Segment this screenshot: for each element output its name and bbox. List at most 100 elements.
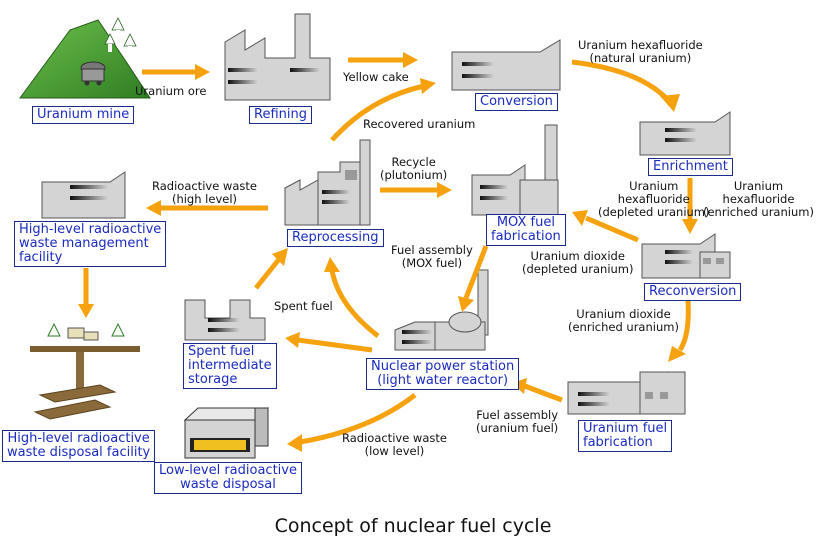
uranium-fuel-fabrication-line-2: fabrication	[583, 435, 653, 450]
flow-label-radioactive-waste-low: Radioactive waste (low level)	[342, 432, 447, 458]
hlw-management-line-2: waste management	[19, 236, 149, 251]
hlw-disposal-line-1: High-level radioactive	[7, 431, 150, 446]
flow-label-fuel-assembly-uranium-line-2: (uranium fuel)	[476, 421, 559, 435]
arrow-storage-to-reprocessing	[254, 256, 282, 290]
conversion-label: Conversion	[475, 93, 558, 111]
arrowhead	[668, 346, 686, 362]
reconversion-label: Reconversion	[644, 283, 742, 301]
flow-label-uo2-depleted-line-1: Uranium dioxide	[530, 249, 625, 263]
arrow-conversion-to-enrichment	[571, 59, 670, 102]
hlw-management-label: High-level radioactive waste management …	[14, 221, 167, 267]
arrowhead	[287, 434, 302, 452]
flow-label-fuel-assembly-uranium: Fuel assembly (uranium fuel)	[476, 409, 558, 435]
arrowhead	[195, 64, 210, 80]
nuclear-power-station-icon	[394, 269, 489, 351]
flow-label-uf6-enriched-line-2: hexafluoride	[722, 192, 795, 206]
refining-building-icon	[224, 13, 331, 101]
flow-label-uf6-natural: Uranium hexafluoride (natural uranium)	[578, 39, 703, 65]
flow-label-radioactive-waste-high: Radioactive waste (high level)	[152, 180, 257, 206]
spent-fuel-storage-line-2: intermediate	[188, 358, 272, 373]
spent-fuel-storage-line-1: Spent fuel	[188, 344, 255, 359]
spent-fuel-storage-label: Spent fuel intermediate storage	[183, 343, 277, 389]
hlw-management-line-3: facility	[19, 250, 63, 265]
refining-label: Refining	[249, 106, 312, 124]
arrow-reconversion-to-uranium-fabrication	[677, 299, 691, 352]
arrowhead	[78, 304, 94, 318]
uranium-fuel-fabrication-line-1: Uranium fuel	[583, 421, 668, 436]
arrowhead	[437, 182, 452, 198]
arrowhead	[420, 78, 436, 94]
flow-label-uf6-depleted: Uranium hexafluoride (depleted uranium)	[598, 180, 710, 219]
hlw-disposal-label: High-level radioactive waste disposal fa…	[2, 430, 156, 462]
flow-label-uf6-depleted-line-2: hexafluoride	[617, 192, 690, 206]
flow-label-fuel-assembly-mox-line-1: Fuel assembly	[391, 243, 473, 257]
arrowhead	[146, 200, 161, 216]
flow-label-uf6-enriched-line-3: (enriched uranium)	[703, 205, 814, 219]
arrowhead	[682, 219, 698, 234]
mox-fabrication-line-1: MOX fuel	[496, 215, 555, 230]
arrowhead	[572, 210, 588, 226]
low-level-disposal-icon	[183, 407, 270, 459]
arrowhead	[272, 248, 288, 266]
flow-label-recovered-uranium: Recovered uranium	[363, 117, 476, 131]
flow-label-recycle-plutonium-line-2: (plutonium)	[380, 168, 448, 182]
enrichment-building-icon	[639, 111, 731, 156]
spent-fuel-storage-building-icon	[184, 299, 266, 341]
flow-label-uf6-natural-line-1: Uranium hexafluoride	[578, 38, 703, 52]
reconversion-building-icon	[641, 233, 731, 279]
flow-label-radioactive-waste-low-line-1: Radioactive waste	[342, 431, 447, 445]
uranium-mine-label: Uranium mine	[32, 106, 135, 124]
flow-label-uf6-natural-line-2: (natural uranium)	[589, 51, 692, 65]
enrichment-label: Enrichment	[648, 158, 733, 176]
arrow-reprocessing-to-conversion	[330, 83, 425, 142]
flow-label-uo2-enriched: Uranium dioxide (enriched uranium)	[568, 308, 679, 334]
flow-label-fuel-assembly-uranium-line-1: Fuel assembly	[476, 408, 559, 422]
flow-label-spent-fuel: Spent fuel	[274, 299, 333, 313]
hlw-disposal-line-2: waste disposal facility	[7, 445, 151, 460]
flow-label-uo2-enriched-line-1: Uranium dioxide	[576, 307, 671, 321]
flow-label-uo2-enriched-line-2: (enriched uranium)	[568, 320, 679, 334]
arrow-station-to-low-level	[299, 393, 417, 445]
nuclear-power-station-line-2: (light water reactor)	[377, 373, 509, 388]
hlw-management-line-1: High-level radioactive	[19, 222, 162, 237]
flow-label-fuel-assembly-mox: Fuel assembly (MOX fuel)	[391, 244, 473, 270]
arrow-station-to-reprocessing	[329, 269, 380, 338]
arrowhead	[403, 52, 418, 68]
arrow-station-to-storage	[297, 337, 373, 353]
arrowhead	[660, 94, 680, 112]
arrow-uranium-fabrication-to-station	[524, 383, 563, 403]
flow-label-uf6-depleted-line-3: (depleted uranium)	[598, 205, 710, 219]
flow-label-yellow-cake: Yellow cake	[343, 70, 409, 84]
arrow-reconversion-to-mox	[585, 215, 639, 243]
arrowhead	[285, 332, 300, 348]
flow-label-recycle-plutonium: Recycle (plutonium)	[380, 156, 447, 182]
spent-fuel-storage-line-3: storage	[188, 372, 238, 387]
mox-fabrication-building-icon	[471, 124, 559, 216]
page-title: Concept of nuclear fuel cycle	[274, 515, 552, 537]
hlw-management-building-icon	[41, 171, 126, 219]
conversion-building-icon	[451, 39, 561, 91]
flow-label-radioactive-waste-low-line-2: (low level)	[364, 444, 425, 458]
low-level-disposal-line-2: waste disposal	[180, 477, 276, 492]
flow-label-recycle-plutonium-line-1: Recycle	[391, 155, 436, 169]
nuclear-power-station-label: Nuclear power station (light water react…	[366, 358, 520, 390]
uranium-fuel-fabrication-building-icon	[567, 371, 686, 415]
reprocessing-building-icon	[284, 139, 371, 226]
flow-label-radioactive-waste-high-line-1: Radioactive waste	[152, 179, 257, 193]
reprocessing-label: Reprocessing	[287, 229, 384, 247]
hlw-disposal-icon	[30, 322, 140, 420]
arrowhead	[324, 257, 340, 272]
flow-label-fuel-assembly-mox-line-2: (MOX fuel)	[401, 256, 463, 270]
flow-label-uf6-depleted-line-1: Uranium	[629, 179, 679, 193]
mox-fabrication-label: MOX fuel fabrication	[486, 214, 566, 246]
mountain-icon	[19, 17, 151, 99]
low-level-disposal-line-1: Low-level radioactive	[159, 463, 297, 478]
flow-label-uo2-depleted: Uranium dioxide (depleted uranium)	[522, 250, 634, 276]
uranium-fuel-fabrication-label: Uranium fuel fabrication	[578, 420, 673, 452]
arrow-mox-to-station	[463, 245, 489, 299]
flow-label-uf6-enriched: Uranium hexafluoride (enriched uranium)	[703, 180, 814, 219]
nuclear-power-station-line-1: Nuclear power station	[371, 359, 515, 374]
flow-label-uranium-ore: Uranium ore	[135, 84, 207, 98]
arrowhead	[458, 296, 474, 312]
